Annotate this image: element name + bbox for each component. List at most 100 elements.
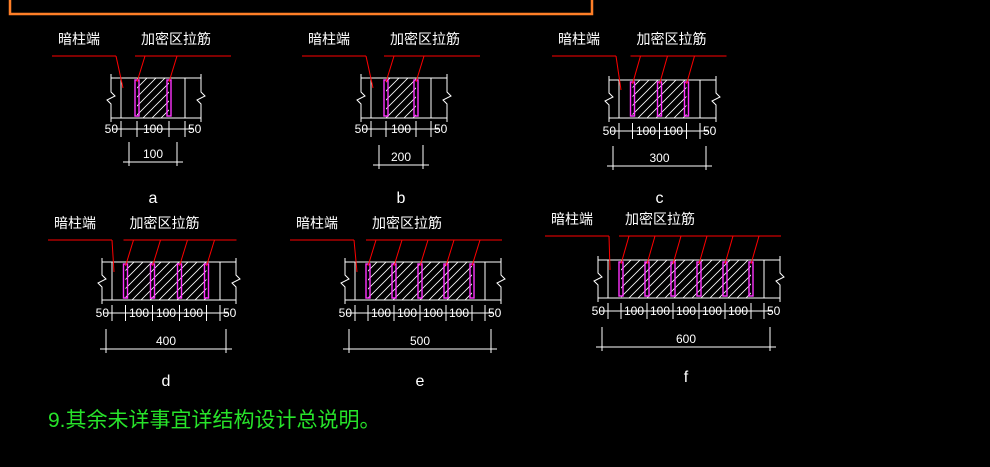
dim-left-50: 50 bbox=[96, 306, 110, 320]
dim-total: 100 bbox=[143, 147, 163, 161]
tie-bar bbox=[203, 263, 210, 299]
tie-bar bbox=[748, 261, 754, 297]
detail-caption: a bbox=[149, 190, 158, 207]
dim-right-50: 50 bbox=[188, 122, 202, 136]
tie-bar bbox=[134, 79, 140, 117]
leader-tie-bar bbox=[698, 235, 708, 265]
tie-bar bbox=[644, 261, 650, 297]
leader-tie-bar bbox=[415, 55, 425, 83]
dim-total: 500 bbox=[410, 334, 430, 348]
tie-bar bbox=[683, 81, 690, 117]
tie-bar bbox=[722, 261, 728, 297]
detail-c: 暗柱端 加密区拉筋 50 100 100 50 300 c bbox=[552, 31, 727, 207]
tie-bar bbox=[413, 79, 419, 117]
wall-break-left bbox=[593, 256, 603, 302]
dim-left-50: 50 bbox=[105, 122, 119, 136]
dim-inner-100: 100 bbox=[397, 306, 417, 320]
dim-inner-100: 100 bbox=[636, 124, 656, 138]
leader-tie-bar bbox=[620, 235, 630, 265]
leader-tie-bar bbox=[419, 239, 429, 267]
tie-bar bbox=[656, 81, 663, 117]
leader-tie-bar bbox=[152, 239, 161, 267]
dim-left-50: 50 bbox=[339, 306, 353, 320]
dim-inner-100: 100 bbox=[650, 304, 670, 318]
dim-inner-100: 100 bbox=[728, 304, 748, 318]
leader-tie-bar bbox=[385, 55, 395, 83]
detail-caption: f bbox=[684, 369, 689, 386]
leader-tie-bar bbox=[125, 239, 134, 267]
leader-tie-bar bbox=[686, 55, 695, 85]
label-tie-bars: 加密区拉筋 bbox=[372, 215, 442, 231]
tie-bar bbox=[469, 263, 475, 299]
wall-break-right bbox=[775, 256, 785, 302]
leader-tie-bar bbox=[632, 55, 641, 85]
leader-tie-bar bbox=[750, 235, 760, 265]
dim-inner-100: 100 bbox=[129, 306, 149, 320]
dim-right-50: 50 bbox=[767, 304, 781, 318]
label-column-end: 暗柱端 bbox=[558, 31, 600, 47]
dim-right-50: 50 bbox=[703, 124, 717, 138]
hatched-zone bbox=[621, 260, 751, 298]
tie-bar bbox=[149, 263, 156, 299]
leader-tie-bar bbox=[168, 55, 178, 83]
dim-right-50: 50 bbox=[488, 306, 502, 320]
tie-bar bbox=[670, 261, 676, 297]
wall-break-right bbox=[496, 258, 506, 304]
leader-tie-bar bbox=[206, 239, 215, 267]
leader-tie-bar bbox=[646, 235, 656, 265]
wall-break-left bbox=[604, 76, 614, 122]
label-tie-bars: 加密区拉筋 bbox=[130, 215, 200, 231]
dim-inner-100: 100 bbox=[143, 122, 163, 136]
leader-tie-bar bbox=[659, 55, 668, 85]
dim-inner-100: 100 bbox=[676, 304, 696, 318]
leader-column-end bbox=[365, 55, 374, 89]
leader-tie-bar bbox=[471, 239, 481, 267]
wall-break-left bbox=[356, 74, 366, 122]
previous-note-frame bbox=[8, 0, 594, 16]
leader-tie-bar bbox=[367, 239, 377, 267]
hatched-zone bbox=[386, 78, 416, 118]
dim-left-50: 50 bbox=[603, 124, 617, 138]
detail-caption: c bbox=[656, 190, 664, 207]
dim-inner-100: 100 bbox=[156, 306, 176, 320]
label-column-end: 暗柱端 bbox=[54, 215, 96, 231]
leader-column-end bbox=[608, 235, 611, 271]
dim-inner-100: 100 bbox=[624, 304, 644, 318]
hatched-zone bbox=[368, 262, 472, 300]
label-tie-bars: 加密区拉筋 bbox=[625, 211, 695, 227]
hatched-zone bbox=[137, 78, 169, 118]
dim-total: 300 bbox=[649, 151, 669, 165]
leader-tie-bar bbox=[179, 239, 188, 267]
leader-tie-bar bbox=[445, 239, 455, 267]
dim-left-50: 50 bbox=[592, 304, 606, 318]
label-tie-bars: 加密区拉筋 bbox=[637, 31, 707, 47]
hatched-zone bbox=[125, 262, 207, 300]
wall-break-right bbox=[231, 258, 241, 304]
tie-bar bbox=[417, 263, 423, 299]
hatched-zone bbox=[632, 80, 687, 118]
wall-break-right bbox=[442, 74, 452, 122]
tie-bar bbox=[629, 81, 636, 117]
dim-right-50: 50 bbox=[223, 306, 237, 320]
dim-inner-100: 100 bbox=[371, 306, 391, 320]
dim-inner-100: 100 bbox=[183, 306, 203, 320]
label-column-end: 暗柱端 bbox=[58, 31, 100, 47]
wall-break-right bbox=[196, 74, 206, 122]
dim-inner-100: 100 bbox=[391, 122, 411, 136]
leader-column-end bbox=[115, 55, 124, 89]
dim-inner-100: 100 bbox=[663, 124, 683, 138]
detail-caption: d bbox=[162, 373, 171, 390]
tie-bar bbox=[618, 261, 624, 297]
leader-column-end bbox=[615, 55, 622, 91]
leader-column-end bbox=[111, 239, 115, 273]
wall-break-left bbox=[97, 258, 107, 304]
detail-caption: b bbox=[397, 190, 406, 207]
label-column-end: 暗柱端 bbox=[308, 31, 350, 47]
dim-inner-100: 100 bbox=[423, 306, 443, 320]
tie-bar bbox=[166, 79, 172, 117]
dim-left-50: 50 bbox=[355, 122, 369, 136]
